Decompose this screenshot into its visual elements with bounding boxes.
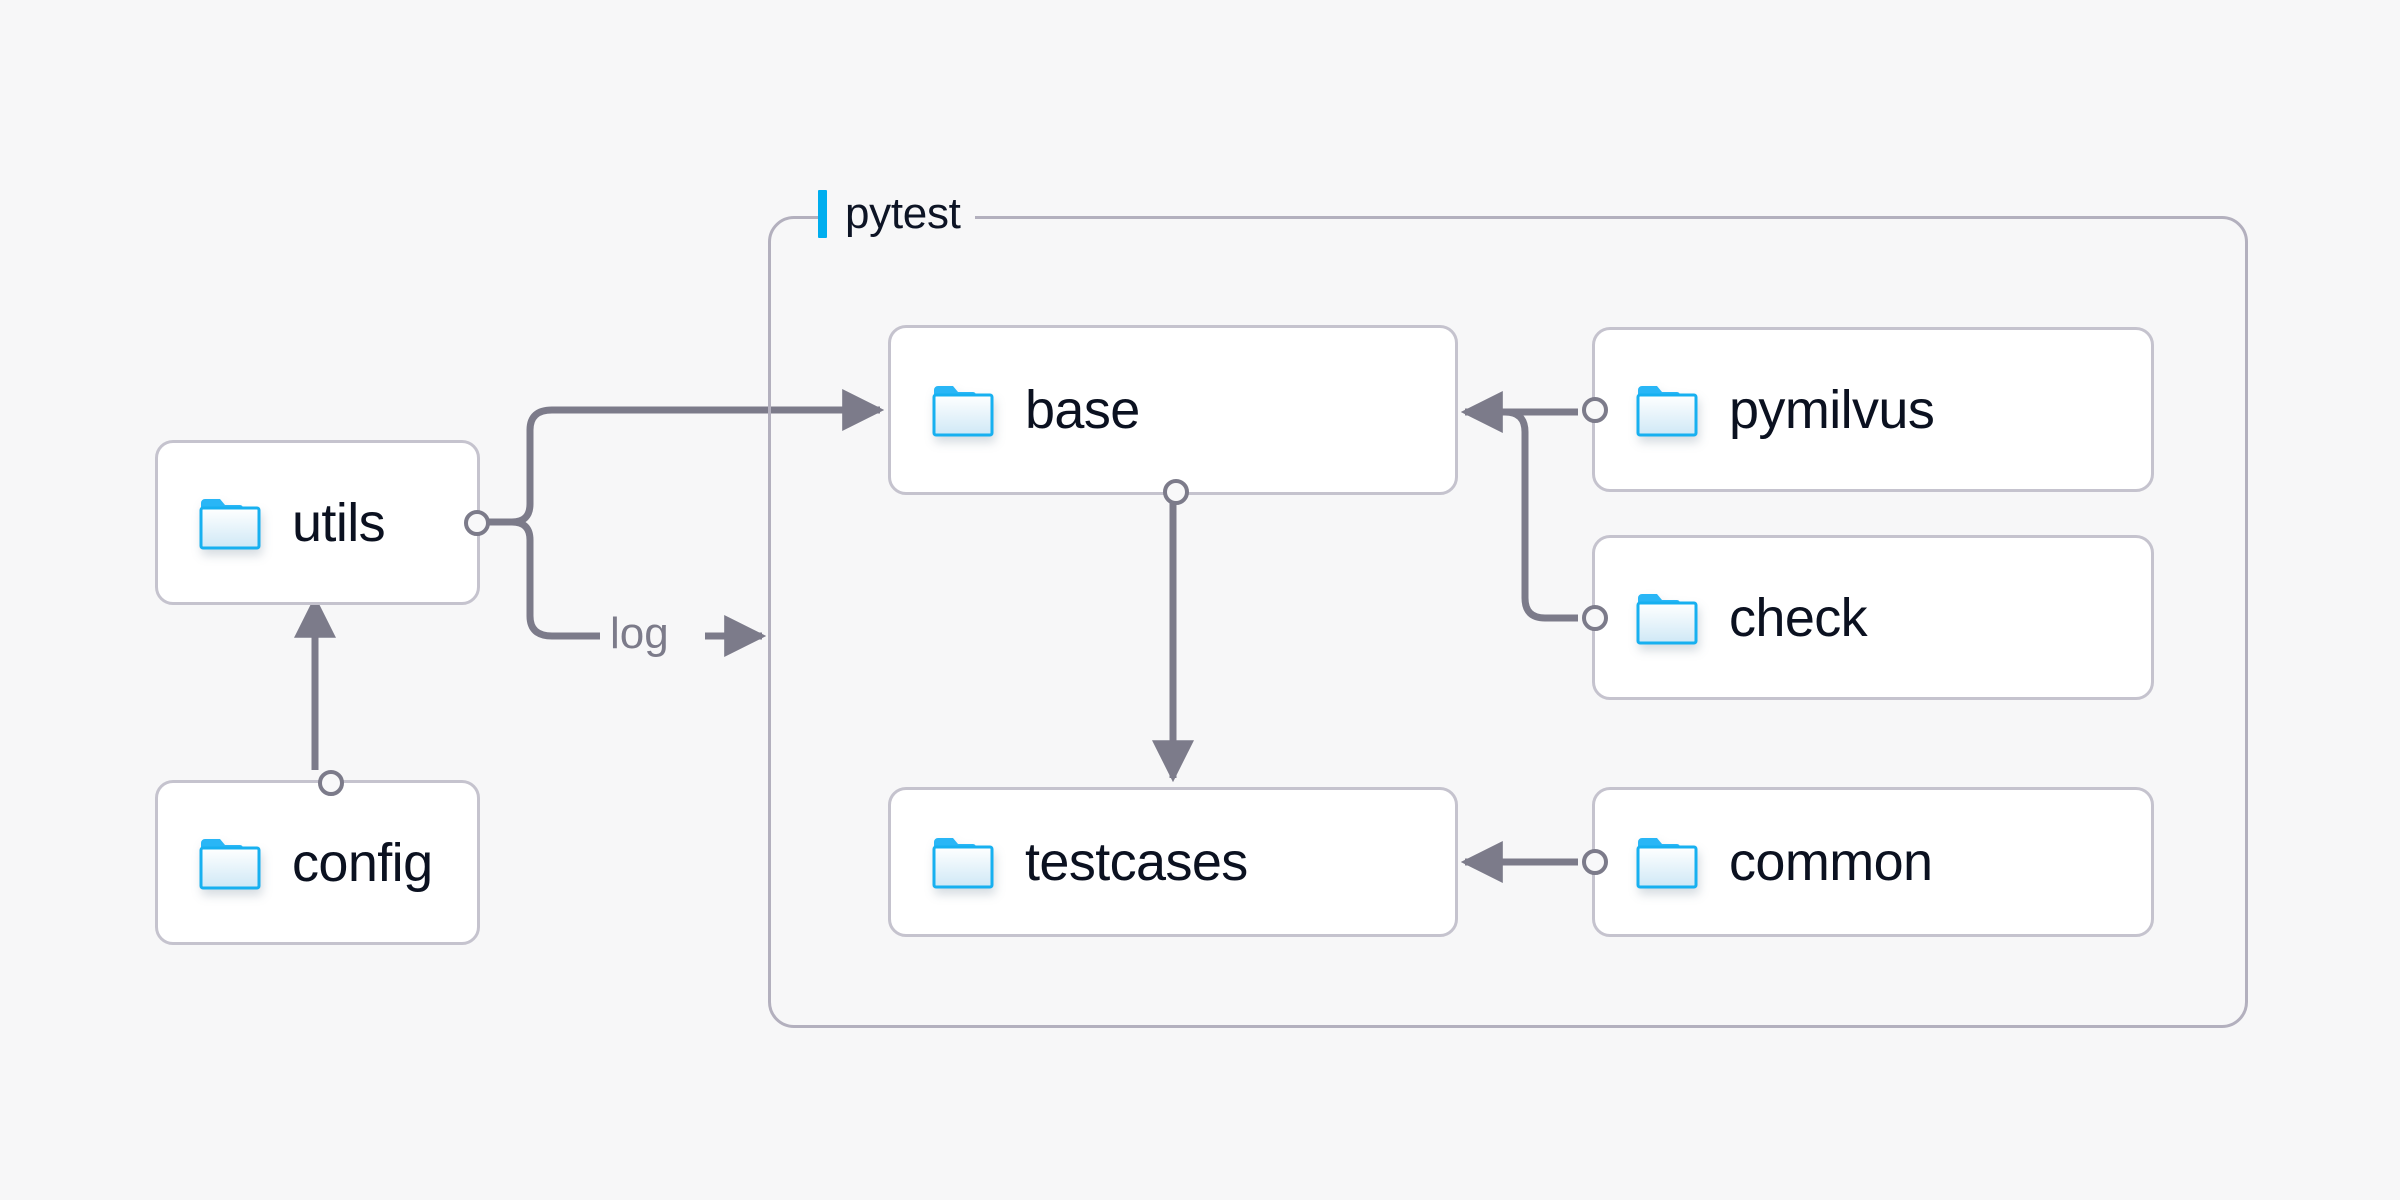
group-pytest-title: pytest	[845, 189, 961, 238]
node-base[interactable]: base	[888, 325, 1458, 505]
node-utils[interactable]: utils	[155, 440, 490, 605]
edge-utils-log-stem	[511, 518, 600, 640]
node-common-port-left[interactable]	[1582, 849, 1608, 875]
node-common[interactable]: common	[1582, 787, 2154, 937]
group-pytest	[768, 216, 2248, 1028]
node-pymilvus-label: pymilvus	[1729, 379, 1935, 440]
folder-icon	[198, 495, 262, 551]
folder-icon	[1635, 834, 1699, 890]
node-pymilvus[interactable]: pymilvus	[1582, 327, 2154, 492]
edge-label-log: log	[600, 612, 679, 656]
node-check[interactable]: check	[1582, 535, 2154, 700]
group-accent-bar	[818, 190, 827, 238]
folder-icon	[1635, 382, 1699, 438]
node-utils-port-right[interactable]	[464, 509, 490, 536]
node-pymilvus-port-left[interactable]	[1582, 396, 1608, 423]
folder-icon	[931, 382, 995, 438]
node-config-label: config	[292, 832, 433, 893]
node-testcases[interactable]: testcases	[888, 787, 1458, 937]
folder-icon	[1635, 590, 1699, 646]
folder-icon	[198, 835, 262, 891]
node-base-label: base	[1025, 380, 1140, 440]
folder-icon	[931, 834, 995, 890]
node-config-port-top[interactable]	[318, 770, 344, 796]
node-common-label: common	[1729, 832, 1933, 892]
node-check-port-left[interactable]	[1582, 604, 1608, 631]
node-base-port-bottom[interactable]	[1163, 479, 1189, 505]
node-testcases-label: testcases	[1025, 832, 1248, 892]
node-utils-label: utils	[292, 492, 386, 553]
node-config[interactable]: config	[155, 770, 480, 945]
node-check-label: check	[1729, 587, 1868, 648]
group-pytest-label: pytest	[818, 190, 975, 238]
